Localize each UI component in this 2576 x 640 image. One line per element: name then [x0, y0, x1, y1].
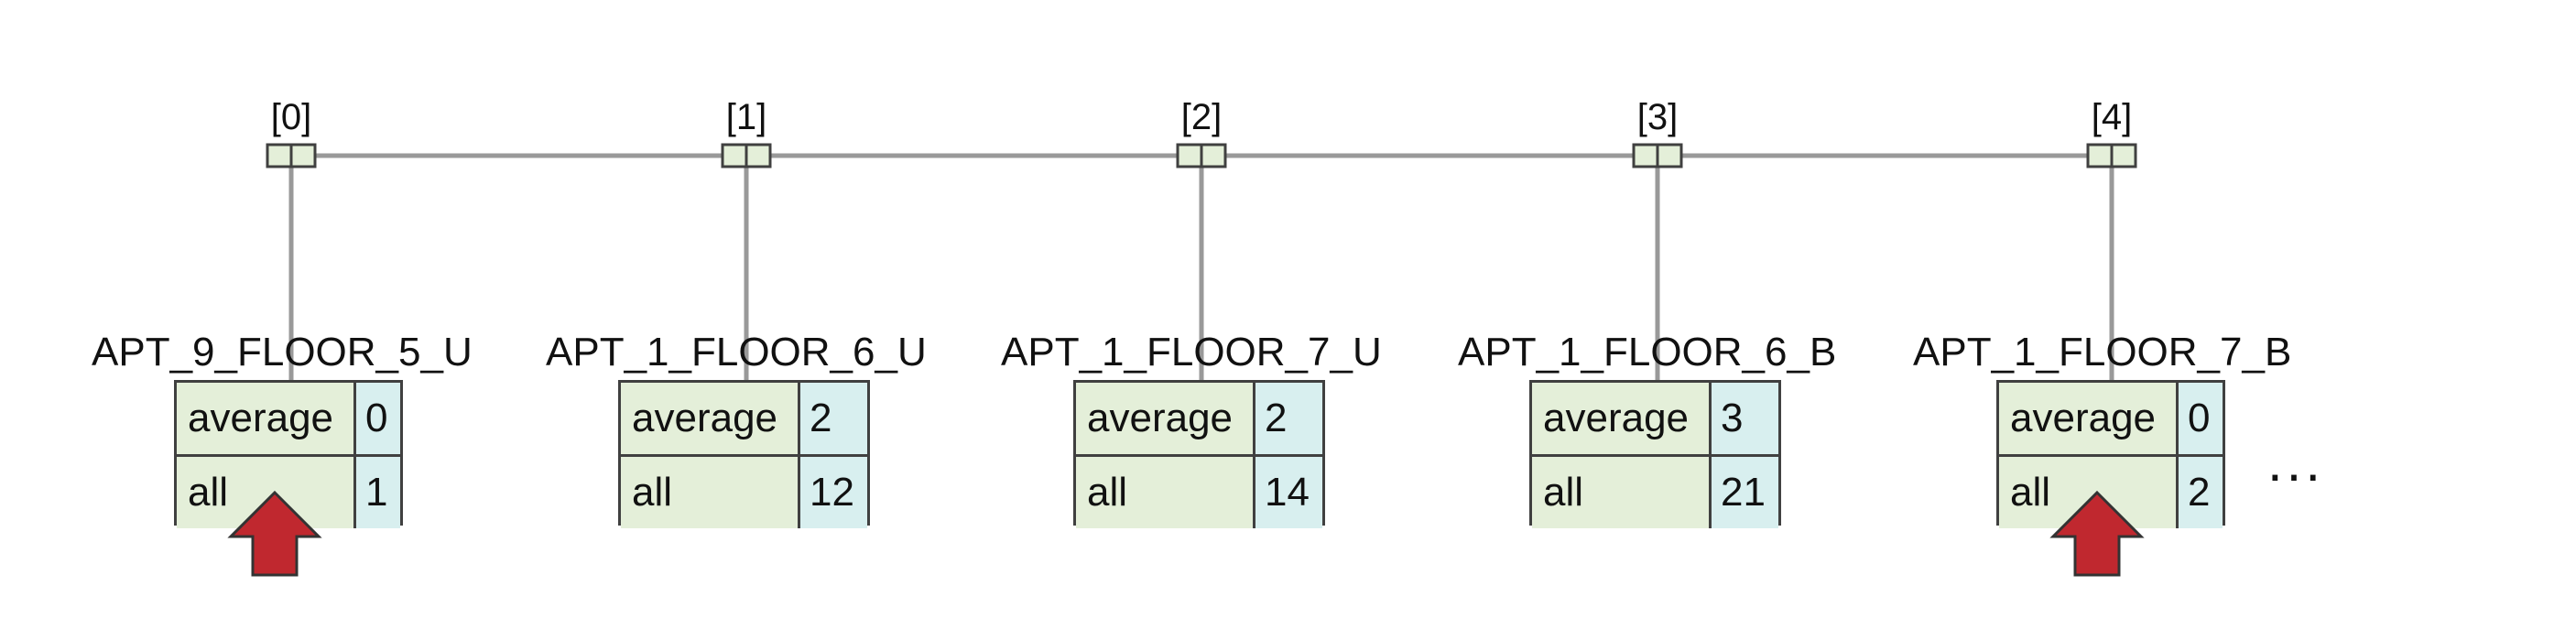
array-index-label: [1] [725, 97, 767, 137]
row-key: average [1999, 383, 2179, 454]
row-key: all [1532, 457, 1712, 528]
row-value: 12 [800, 457, 867, 528]
row-value: 0 [2179, 383, 2223, 454]
row-key: all [1076, 457, 1255, 528]
row-key: average [621, 383, 800, 454]
row-key: average [1076, 383, 1255, 454]
row-key: average [1532, 383, 1712, 454]
node-title: APT_1_FLOOR_6_B [1458, 330, 1837, 374]
row-key: all [177, 457, 356, 528]
array-index-label: [4] [2091, 97, 2133, 137]
row-value: 14 [1255, 457, 1322, 528]
row-key: all [1999, 457, 2179, 528]
array-slot [1176, 143, 1227, 168]
row-value: 3 [1712, 383, 1778, 454]
array-index-label: [2] [1180, 97, 1223, 137]
row-value: 2 [800, 383, 867, 454]
array-index-label: [0] [270, 97, 312, 137]
row-value: 21 [1712, 457, 1778, 528]
array-index-label: [3] [1636, 97, 1679, 137]
row-value: 0 [356, 383, 400, 454]
row-key: all [621, 457, 800, 528]
row-key: average [177, 383, 356, 454]
row-value: 1 [356, 457, 400, 528]
array-slot [1632, 143, 1683, 168]
node-title: APT_9_FLOOR_5_U [92, 330, 473, 374]
node-title: APT_1_FLOOR_6_U [546, 330, 927, 374]
array-slot [266, 143, 317, 168]
array-slot [2086, 143, 2137, 168]
array-slot [721, 143, 772, 168]
node-title: APT_1_FLOOR_7_B [1913, 330, 2292, 374]
row-value: 2 [2179, 457, 2223, 528]
ellipsis-text: ... [2267, 431, 2325, 493]
row-value: 2 [1255, 383, 1322, 454]
node-title: APT_1_FLOOR_7_U [1001, 330, 1382, 374]
